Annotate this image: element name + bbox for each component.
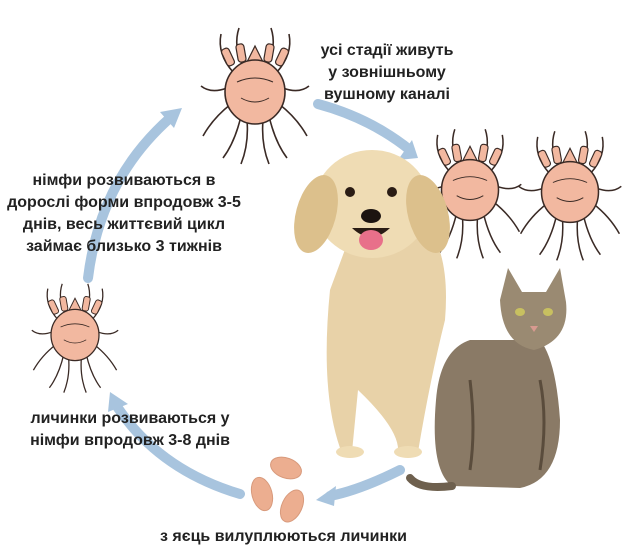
- dog-illustration: [286, 150, 457, 458]
- caption-line: німфи розвиваються в: [0, 170, 248, 192]
- caption-nymphs: німфи розвиваються в дорослі форми впрод…: [0, 170, 248, 258]
- caption-larvae: личинки розвиваються у німфи впродовж 3-…: [10, 408, 250, 452]
- caption-line: у зовнішньому: [292, 62, 482, 84]
- caption-line: вушному каналі: [292, 84, 482, 106]
- caption-line: днів, весь життєвий цикл: [0, 214, 248, 236]
- caption-eggs: з яєць вилуплюються личинки: [160, 526, 400, 548]
- mite-icon: [32, 284, 118, 393]
- caption-line: усі стадії живуть: [292, 40, 482, 62]
- egg-icon: [248, 453, 308, 526]
- caption-line: з яєць вилуплюються личинки: [160, 526, 400, 548]
- caption-line: займає близько 3 тижнів: [0, 236, 248, 258]
- caption-line: дорослі форми впродовж 3-5: [0, 192, 248, 214]
- caption-line: личинки розвиваються у: [10, 408, 250, 430]
- caption-line: німфи впродовж 3-8 днів: [10, 430, 250, 452]
- caption-all-stages: усі стадії живуть у зовнішньому вушному …: [292, 40, 482, 106]
- mite-icon: [519, 131, 622, 260]
